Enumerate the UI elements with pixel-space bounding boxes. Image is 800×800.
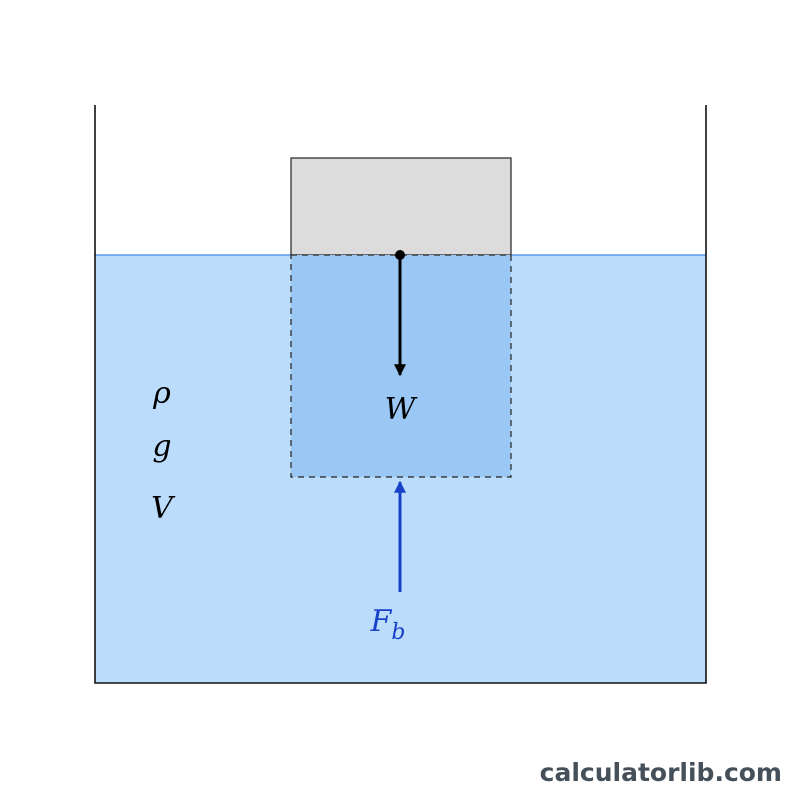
container	[94, 105, 707, 684]
gravity-label: g	[152, 429, 171, 464]
buoyant-force-subscript: b	[391, 620, 405, 645]
weight-label: W	[385, 392, 418, 427]
density-label: ρ	[152, 376, 171, 411]
buoyant-force-symbol: F	[370, 604, 393, 639]
block-above-surface	[290, 157, 512, 256]
center-of-mass-dot	[395, 250, 405, 260]
volume-label: V	[151, 491, 176, 526]
buoyant-force-label: Fb	[370, 604, 406, 645]
watermark: calculatorlib.com	[540, 758, 782, 787]
